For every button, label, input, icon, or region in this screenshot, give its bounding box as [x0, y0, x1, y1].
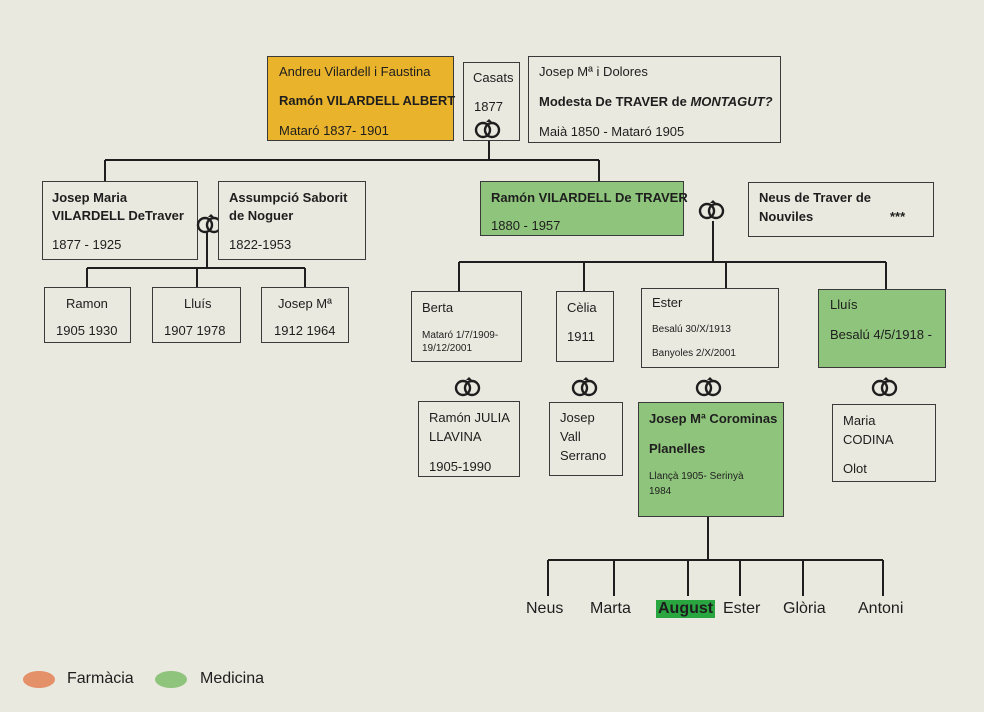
person-ramon-vilardell-albert: Andreu Vilardell i Faustina Ramón VILARD… [267, 56, 456, 141]
child-celia: Cèlia 1911 [556, 291, 614, 362]
grandchild-august: August [656, 600, 716, 618]
person-dates: 1907 1978 [164, 323, 226, 338]
grandchild-ester: Ester [723, 600, 761, 617]
person-dates: 1822-1953 [229, 237, 292, 252]
person-neus-de-traver: Neus de Traver de Nouviles *** [748, 182, 934, 237]
grandchild-antoni: Antoni [858, 600, 904, 617]
wedding-rings-icon [698, 200, 725, 220]
person-name: Modesta De TRAVER de MONTAGUT? [539, 94, 773, 109]
spouse-josep-ma-corominas: Josep Mª Corominas Planelles Llançà 1905… [638, 402, 784, 517]
person-name-line2: LLAVINA [429, 429, 482, 444]
person-name-line3: Serrano [560, 448, 607, 463]
spouse-ramon-julia-llavina: Ramón JULIA LLAVINA 1905-1990 [418, 401, 520, 477]
wedding-rings-icon [871, 377, 898, 397]
child-berta: Berta Mataró 1/7/1909- 19/12/2001 [411, 291, 522, 362]
person-dates: 1912 1964 [274, 323, 336, 338]
person-ramon-vilardell-de-traver: Ramón VILARDELL De TRAVER 1880 - 1957 [480, 181, 688, 236]
legend-medicine-swatch [155, 671, 187, 688]
marriage-year: 1877 [474, 99, 503, 114]
person-name-line2: VILARDELL DeTraver [52, 208, 184, 223]
person-name: Ramón VILARDELL De TRAVER [491, 190, 688, 205]
person-name: Cèlia [567, 300, 597, 315]
marriage-label: Casats [473, 70, 514, 85]
person-dates: 1905-1990 [429, 459, 492, 474]
person-dates-line2: 1984 [649, 486, 672, 497]
person-name: Ester [652, 295, 683, 310]
spouse-josep-vall-serrano: Josep Vall Serrano [549, 402, 623, 476]
child-ester: Ester Besalú 30/X/1913 Banyoles 2/X/2001 [641, 288, 779, 368]
person-name-line2: de Noguer [229, 208, 294, 223]
person-name-line1: Maria [843, 413, 876, 428]
spouse-maria-codina: Maria CODINA Olot [832, 404, 936, 482]
person-name-line1: Neus de Traver de [759, 190, 871, 205]
person-josep-maria-vilardell: Josep Maria VILARDELL DeTraver 1877 - 19… [42, 181, 198, 260]
person-name: Berta [422, 300, 454, 315]
person-place: Olot [843, 461, 867, 476]
grandchild-marta: Marta [590, 600, 631, 617]
person-name-line1: Assumpció Saborit [229, 190, 348, 205]
grandchild-neus: Neus [526, 600, 564, 617]
person-dates-line2: 19/12/2001 [422, 343, 473, 354]
person-name: Lluís [184, 296, 212, 311]
person-name: Josep Mª [278, 296, 332, 311]
person-name-line1: Ramón JULIA [429, 410, 510, 425]
person-name-line1: Josep [560, 410, 595, 425]
person-name-line2: Vall [560, 429, 581, 444]
person-name-line1: Josep Mª Corominas [649, 411, 778, 426]
wedding-rings-icon [695, 377, 722, 397]
person-dates: Besalú 4/5/1918 - [830, 327, 932, 342]
marriage-box: Casats 1877 [463, 62, 520, 141]
person-assumpcio-saborit: Assumpció Saborit de Noguer 1822-1953 [218, 181, 366, 260]
person-dates: Maià 1850 - Mataró 1905 [539, 124, 685, 139]
person-dates-line2: Banyoles 2/X/2001 [652, 348, 736, 359]
child-lluis-vilardell: Lluís Besalú 4/5/1918 - [818, 289, 946, 368]
person-dates-line1: Mataró 1/7/1909- [422, 330, 499, 341]
person-name: Ramón VILARDELL ALBERT [279, 93, 456, 108]
note-mark: *** [890, 209, 906, 224]
person-dates: 1877 - 1925 [52, 237, 122, 252]
parents-label: Josep Mª i Dolores [539, 64, 648, 79]
person-dates: Mataró 1837- 1901 [279, 123, 389, 138]
person-dates: 1911 [567, 329, 595, 344]
person-dates-line1: Llançà 1905- Serinyà [649, 471, 744, 482]
person-name: Ramon [66, 296, 108, 311]
wedding-rings-icon [571, 377, 598, 397]
person-name-line2: CODINA [843, 432, 894, 447]
person-modesta-de-traver: Josep Mª i Dolores Modesta De TRAVER de … [528, 56, 781, 143]
legend-pharmacy-label: Farmàcia [67, 670, 134, 687]
child-lluis: Lluís 1907 1978 [152, 287, 241, 343]
parents-label: Andreu Vilardell i Faustina [279, 64, 431, 79]
grandchild-gloria: Glòria [783, 600, 826, 617]
person-dates: 1905 1930 [56, 323, 118, 338]
legend-pharmacy-swatch [23, 671, 55, 688]
child-josep-ma: Josep Mª 1912 1964 [261, 287, 349, 343]
person-name: Lluís [830, 297, 858, 312]
legend-medicine-label: Medicina [200, 670, 265, 687]
wedding-rings-icon [454, 377, 481, 397]
person-name-line2: Planelles [649, 441, 706, 456]
person-dates: 1880 - 1957 [491, 218, 561, 233]
person-dates-line1: Besalú 30/X/1913 [652, 324, 731, 335]
child-ramon: Ramon 1905 1930 [44, 287, 131, 343]
person-name-line2: Nouviles [759, 209, 814, 224]
person-name-line1: Josep Maria [52, 190, 128, 205]
wedding-rings-icon [474, 119, 501, 139]
